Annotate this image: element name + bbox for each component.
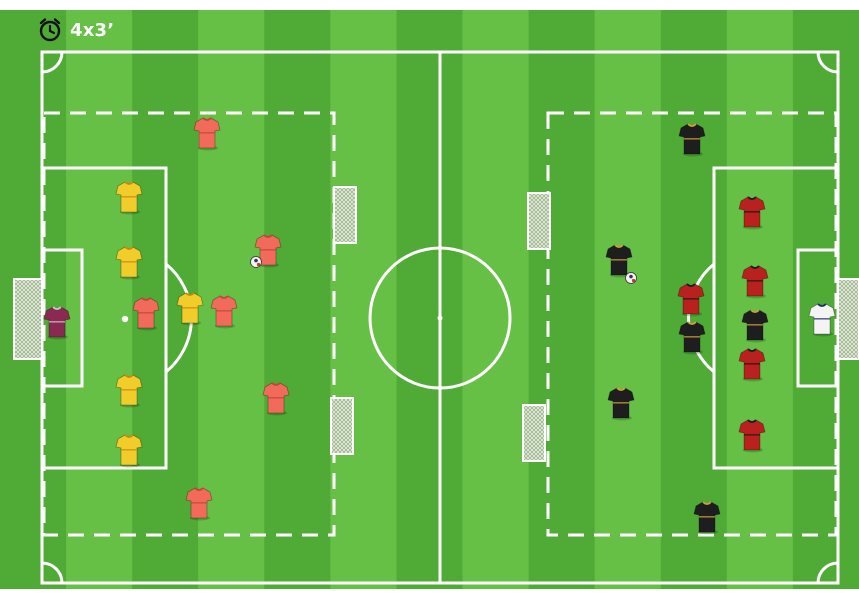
mini-goal-right-bottom [523, 405, 545, 461]
drill-timer: 4x3’ [38, 15, 114, 45]
grass-stripe [330, 0, 397, 589]
right-goal [838, 279, 859, 359]
grass-stripe [397, 0, 464, 589]
centre-spot [438, 316, 443, 321]
mini-goal-left-bottom [331, 398, 353, 454]
grass-stripe [529, 0, 596, 589]
soccer-ball-icon [626, 273, 637, 284]
drill-duration-label: 4x3’ [70, 20, 114, 41]
grass-stripe [66, 0, 133, 589]
alarm-clock-icon [38, 17, 62, 43]
left-goal [14, 279, 42, 359]
mini-goal-left-top [334, 187, 356, 243]
grass-stripe [264, 0, 331, 589]
mini-goal-right-top [528, 193, 550, 249]
grass-stripe [463, 0, 530, 589]
soccer-ball-icon [251, 257, 262, 268]
ball-marker [122, 316, 128, 322]
grass-stripe [595, 0, 662, 589]
